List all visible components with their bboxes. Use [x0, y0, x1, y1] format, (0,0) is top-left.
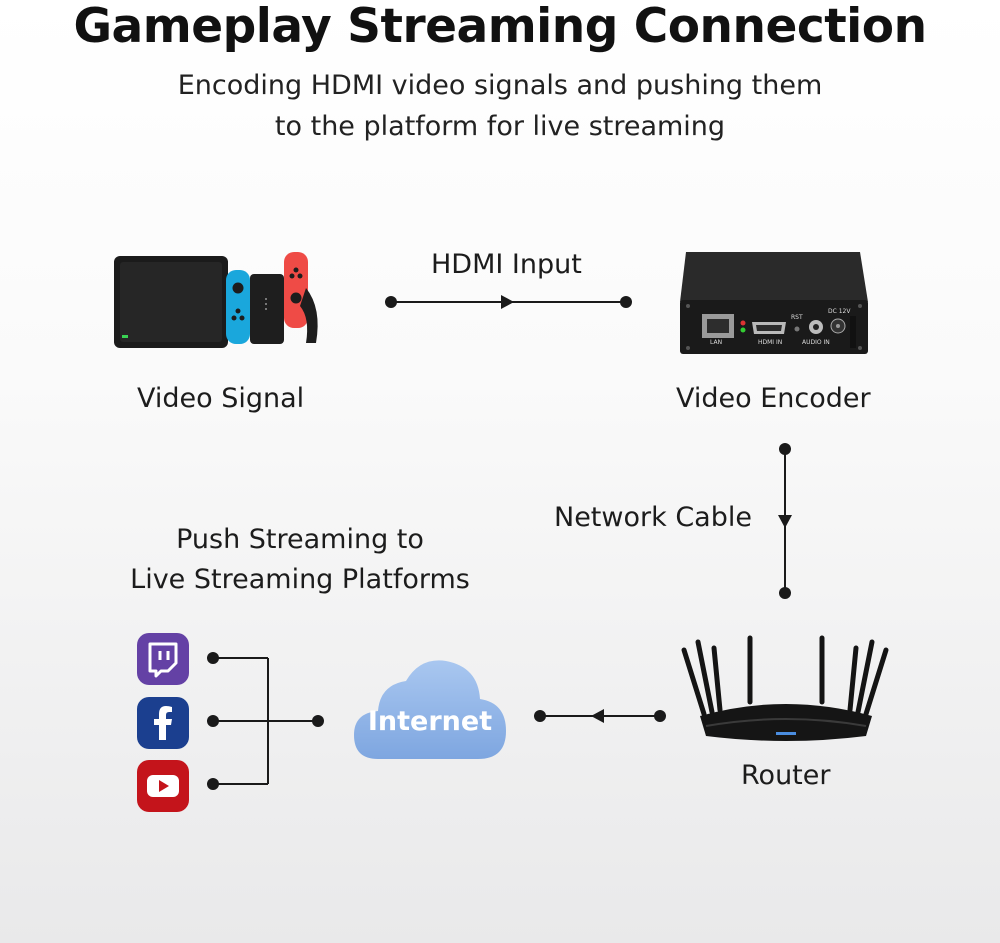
diagram-title: Gameplay Streaming Connection [73, 0, 927, 54]
video-signal-label: Video Signal [137, 383, 305, 414]
platform-bracket-connector [207, 652, 324, 790]
dc-port-label: DC 12V [828, 308, 851, 315]
platforms-label-line-1: Push Streaming to [176, 524, 424, 555]
platforms-label-line-2: Live Streaming Platforms [130, 564, 470, 595]
facebook-icon [137, 697, 189, 749]
network-cable-connector [778, 443, 792, 599]
hdmi-input-label: HDMI Input [431, 249, 582, 280]
router-internet-connector [534, 709, 666, 723]
internet-label: Internet [367, 706, 493, 737]
lan-port-label: LAN [710, 339, 723, 346]
internet-cloud-icon [354, 660, 506, 759]
twitch-icon [137, 633, 189, 685]
network-cable-label: Network Cable [554, 502, 752, 533]
video-encoder-device: LAN HDMI IN RST AUDIO IN DC 12V [678, 250, 870, 354]
game-console-icon [114, 252, 318, 348]
router-icon [681, 635, 889, 741]
subtitle-line-2: to the platform for live streaming [274, 111, 726, 142]
subtitle-line-1: Encoding HDMI video signals and pushing … [177, 70, 823, 101]
audio-port-label: AUDIO IN [802, 339, 830, 346]
rst-label: RST [791, 314, 803, 321]
router-label: Router [741, 760, 831, 791]
youtube-icon [137, 760, 189, 812]
hdmi-port-label: HDMI IN [758, 339, 783, 346]
video-encoder-label: Video Encoder [676, 383, 871, 414]
hdmi-connector [385, 295, 632, 309]
encoder-icon [680, 252, 868, 354]
